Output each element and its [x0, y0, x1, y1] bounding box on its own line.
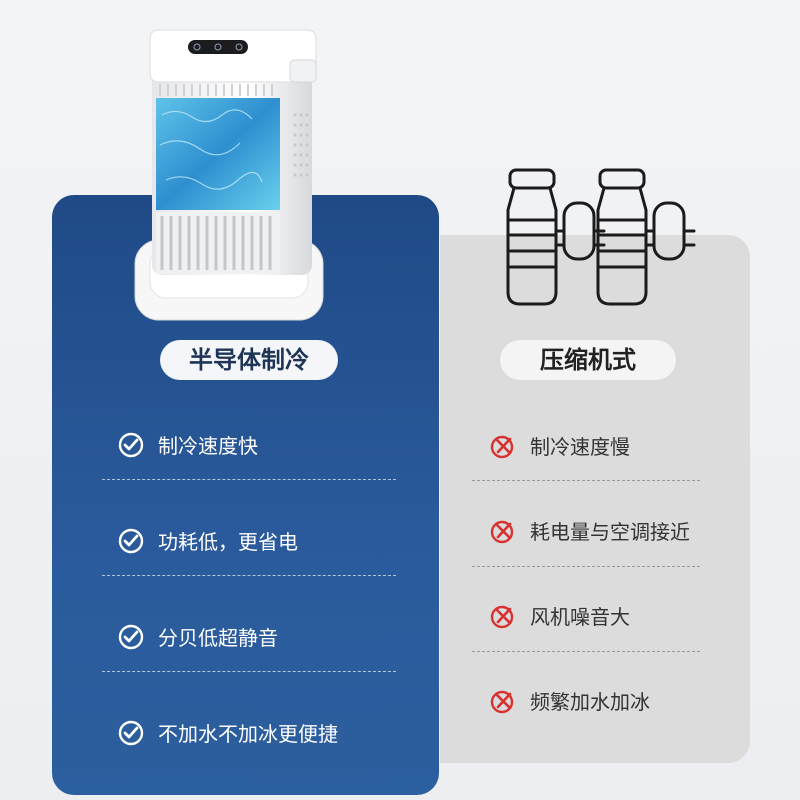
- right-feature-label: 频繁加水加冰: [530, 690, 650, 714]
- right-feature-item: 耗电量与空调接近: [490, 516, 690, 545]
- right-feature-label: 风机噪音大: [530, 605, 630, 629]
- left-feature-item: 分贝低超静音: [118, 622, 278, 651]
- right-feature-item: 制冷速度慢: [490, 431, 630, 460]
- right-feature-item: 风机噪音大: [490, 601, 630, 630]
- right-divider: [472, 566, 700, 567]
- semiconductor-title: 半导体制冷: [160, 340, 338, 380]
- left-divider: [102, 671, 396, 672]
- compressor-title: 压缩机式: [500, 340, 676, 380]
- right-feature-item: 频繁加水加冰: [490, 686, 650, 715]
- right-divider: [472, 480, 700, 481]
- cross-circle-icon: [490, 690, 514, 713]
- check-circle-icon: [118, 432, 144, 457]
- left-divider: [102, 479, 396, 480]
- cross-circle-icon: [490, 435, 514, 458]
- check-circle-icon: [118, 720, 144, 745]
- left-divider: [102, 575, 396, 576]
- check-circle-icon: [118, 528, 144, 553]
- left-feature-item: 制冷速度快: [118, 430, 258, 459]
- right-feature-label: 耗电量与空调接近: [530, 520, 690, 544]
- left-feature-label: 功耗低，更省电: [158, 530, 298, 554]
- compressor-cylinders-icon: [506, 168, 696, 306]
- left-feature-item: 不加水不加冰更便捷: [118, 718, 338, 747]
- cross-circle-icon: [490, 520, 514, 543]
- right-divider: [472, 651, 700, 652]
- compressor-panel: [440, 235, 750, 763]
- left-feature-label: 制冷速度快: [158, 434, 258, 458]
- air-cooler-device-illustration: [134, 29, 324, 321]
- cross-circle-icon: [490, 605, 514, 628]
- right-feature-label: 制冷速度慢: [530, 435, 630, 459]
- left-feature-item: 功耗低，更省电: [118, 526, 298, 555]
- check-circle-icon: [118, 624, 144, 649]
- left-feature-label: 分贝低超静音: [158, 626, 278, 650]
- left-feature-label: 不加水不加冰更便捷: [158, 722, 338, 746]
